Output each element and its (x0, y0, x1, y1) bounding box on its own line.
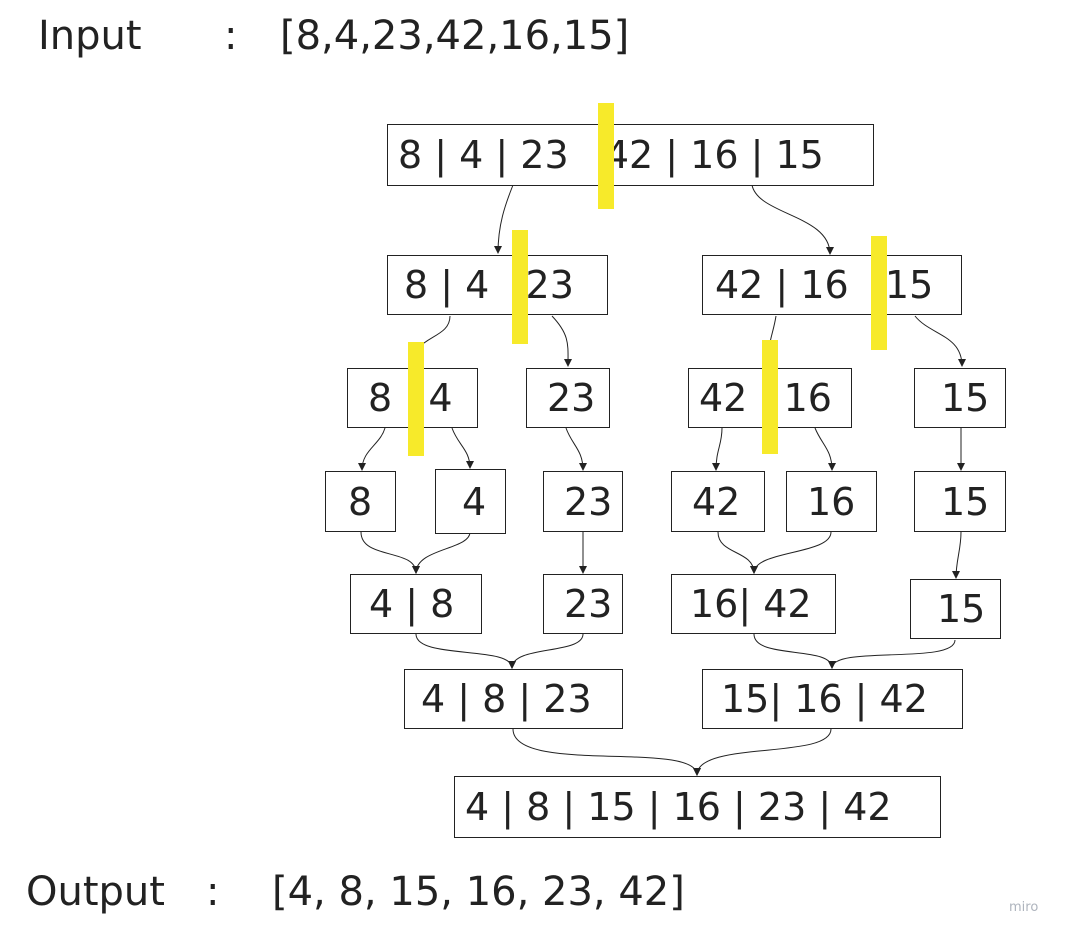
split-marker (408, 342, 424, 456)
left-half-text: 8 | 4 23 (404, 263, 574, 307)
output-label: Output (26, 869, 165, 915)
subarray-text: 15 (941, 376, 990, 420)
subarray-text: 42 16 (699, 376, 832, 420)
input-label: Input (38, 13, 142, 59)
miro-watermark: miro (1009, 900, 1039, 915)
merged-text: 4 | 8 (369, 582, 455, 626)
single-element-box: 4 (435, 469, 506, 534)
single-element-box: 15 (914, 471, 1006, 532)
left-half-box: 8 | 4 23 (387, 255, 608, 315)
merged-box: 23 (543, 574, 623, 634)
merged-box: 15| 16 | 42 (702, 669, 963, 729)
single-element-text: 8 (348, 479, 373, 524)
single-element-box: 42 (671, 471, 765, 532)
merged-text: 15 (937, 587, 986, 631)
single-element-box: 23 (543, 471, 623, 532)
merged-text: 23 (564, 582, 613, 626)
single-element-box: 8 (325, 471, 396, 532)
merged-box: 16| 42 (671, 574, 836, 634)
input-colon: : (224, 13, 238, 59)
input-value: [8,4,23,42,16,15] (280, 13, 630, 59)
merged-text: 15| 16 | 42 (721, 677, 928, 721)
root-array-box: 8 | 4 | 23 42 | 16 | 15 (387, 124, 874, 186)
single-element-text: 23 (564, 479, 613, 524)
merged-box: 4 | 8 | 23 (404, 669, 623, 729)
split-marker (762, 340, 778, 454)
right-half-box: 42 | 16 15 (702, 255, 962, 315)
single-element-text: 16 (807, 479, 856, 524)
sorted-array-box: 4 | 8 | 15 | 16 | 23 | 42 (454, 776, 941, 838)
right-half-text: 42 | 16 15 (715, 263, 934, 307)
subarray-box: 15 (914, 368, 1006, 428)
single-element-box: 16 (786, 471, 877, 532)
merged-text: 4 | 8 | 23 (421, 677, 592, 721)
sorted-array-text: 4 | 8 | 15 | 16 | 23 | 42 (465, 785, 892, 829)
output-colon: : (206, 869, 220, 915)
output-value: [4, 8, 15, 16, 23, 42] (272, 869, 685, 915)
split-marker (871, 236, 887, 350)
split-marker (598, 103, 614, 209)
merged-text: 16| 42 (690, 582, 812, 626)
merged-box: 4 | 8 (350, 574, 482, 634)
merged-box: 15 (910, 579, 1001, 639)
split-marker (512, 230, 528, 344)
subarray-box: 23 (526, 368, 610, 428)
subarray-text: 23 (547, 376, 596, 420)
single-element-text: 15 (941, 479, 990, 524)
subarray-text: 8 4 (368, 376, 453, 420)
single-element-text: 42 (692, 479, 741, 524)
single-element-text: 4 (462, 479, 487, 524)
